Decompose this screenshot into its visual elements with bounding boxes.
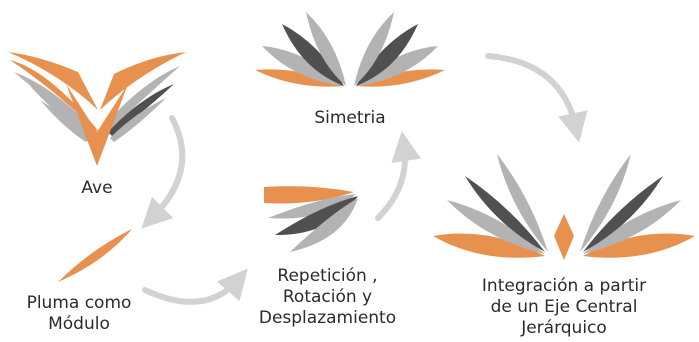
feather-module-icon <box>58 229 132 282</box>
label-ave-text: Ave <box>81 178 113 198</box>
label-repeticion: Repetición , Rotación y Desplazamiento <box>240 266 415 329</box>
label-simetria-text: Simetria <box>314 108 386 128</box>
label-pluma: Pluma como Módulo <box>4 293 154 335</box>
label-repeticion-line3: Desplazamiento <box>258 308 397 328</box>
integration-icon <box>433 154 695 260</box>
arrow-simetria-to-integracion <box>485 53 588 143</box>
label-integracion-line1: Integración a partir <box>481 276 647 296</box>
label-simetria: Simetria <box>300 108 400 129</box>
symmetry-icon <box>255 12 445 87</box>
arrow-repeticion-to-simetria <box>375 131 422 221</box>
label-repeticion-line2: Rotación y <box>282 287 373 307</box>
label-repeticion-line1: Repetición , <box>277 266 378 286</box>
label-pluma-line2: Módulo <box>48 314 110 334</box>
label-integracion-line2: de un Eje Central <box>490 297 638 317</box>
label-integracion: Integración a partir de un Eje Central J… <box>454 276 674 339</box>
repetition-fan-icon <box>264 186 358 252</box>
label-integracion-line3: Jerárquico <box>521 318 607 338</box>
arrow-ave-to-pluma <box>141 115 186 229</box>
arrow-pluma-to-repeticion <box>142 268 248 305</box>
label-ave: Ave <box>62 178 132 199</box>
bird-icon <box>8 52 186 166</box>
label-pluma-line1: Pluma como <box>26 293 132 313</box>
